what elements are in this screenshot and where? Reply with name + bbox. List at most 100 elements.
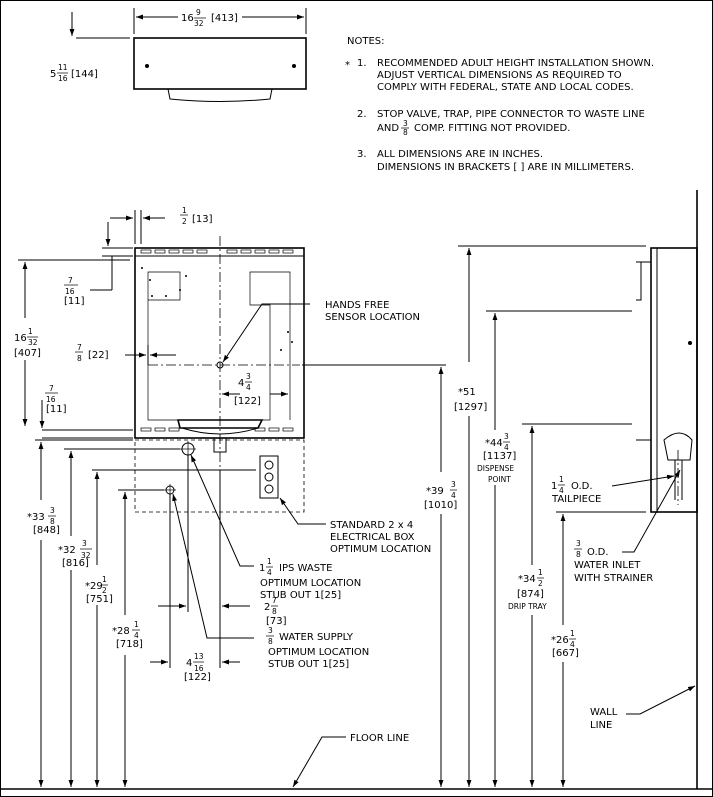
inlet-label-2: WATER INLET [574, 560, 641, 571]
dim-44-num: 3 [504, 432, 509, 441]
note-2-number: 2. [357, 109, 367, 120]
dim-3338-num: 3 [50, 506, 55, 515]
elec-label-2: ELECTRICAL BOX [330, 532, 415, 543]
hands-free-sensor [216, 361, 224, 369]
dim-28-mm: [718] [116, 639, 143, 650]
dim-78-num: 7 [77, 343, 82, 352]
water-label-1: WATER SUPPLY [279, 632, 354, 643]
tail-num: 1 [559, 475, 564, 484]
dim-29-mm: [751] [86, 594, 113, 605]
dim-39-num: 3 [451, 480, 456, 489]
note-3-line-1: ALL DIMENSIONS ARE IN INCHES. [377, 149, 543, 160]
waste-den: 4 [267, 568, 272, 577]
dim-32-mm: [816] [62, 558, 89, 569]
top-view-screw-right [292, 64, 296, 68]
dim-4-den: 16 [194, 664, 204, 673]
notes-block: NOTES: * 1. RECOMMENDED ADULT HEIGHT INS… [345, 36, 654, 173]
dim-28-num: 1 [134, 620, 139, 629]
dim-29-num: 1 [102, 575, 107, 584]
elec-label-3: OPTIMUM LOCATION [330, 544, 431, 555]
dim-434-den: 4 [246, 383, 251, 392]
dim-height-mm: [407] [14, 348, 41, 359]
dim-32-den: 32 [81, 551, 91, 560]
dim-434-whole: 4 [238, 378, 244, 389]
dim-26-mm: [667] [552, 648, 579, 659]
elec-label-1: STANDARD 2 x 4 [330, 520, 413, 531]
dim-44-mm: [1137] [483, 451, 516, 462]
dim-4-num: 13 [194, 652, 204, 661]
top-view: 16 9 32 [413] 5 11 16 [144] [50, 8, 307, 102]
dim-34-whole: *34 [518, 574, 536, 585]
dim-716b-num: 7 [49, 384, 54, 393]
front-top-vent-slots [140, 249, 294, 254]
tail-label-2: TAILPIECE [551, 494, 601, 505]
dim-44-den: 4 [504, 443, 509, 452]
dim-height-num: 1 [28, 327, 33, 336]
dim-78-mm: [22] [88, 350, 109, 361]
dim-half-den: 2 [182, 217, 187, 226]
note-2-frac-den: 8 [403, 128, 408, 137]
dim-39-den: 4 [451, 491, 456, 500]
dim-44-label-1: DISPENSE [477, 464, 514, 473]
front-bottom-vent-slots [140, 427, 294, 432]
top-width-whole: 16 [181, 13, 194, 24]
waste-whole: 1 [259, 563, 265, 574]
dim-434-num: 3 [246, 372, 251, 381]
dim-26-whole: *26 [551, 635, 569, 646]
dim-28-den: 4 [134, 631, 139, 640]
dim-716a-mm: [11] [64, 296, 85, 307]
note-2-line-2a: AND [377, 123, 399, 134]
dim-4-whole: 4 [186, 658, 192, 669]
dim-44-whole: *44 [485, 438, 503, 449]
dim-29-den: 2 [102, 586, 107, 595]
side-tailpiece [663, 432, 693, 461]
dim-half-mm: [13] [192, 214, 213, 225]
sensor-label-1: HANDS FREE [325, 300, 389, 311]
dim-3338-whole: *33 [27, 512, 45, 523]
dim-28-whole: *28 [112, 626, 130, 637]
electrical-box [259, 455, 279, 499]
dim-height-whole: 16 [14, 333, 27, 344]
dim-34-label: DRIP TRAY [508, 602, 547, 611]
top-depth-num: 11 [58, 63, 68, 72]
waste-label-2: OPTIMUM LOCATION [260, 578, 361, 589]
dim-height-den: 32 [28, 338, 38, 347]
front-view: 1 2 [13] 7 16 [11] 16 1 32 [407] 7 8 [22… [14, 206, 457, 788]
tail-whole: 1 [551, 481, 557, 492]
note-1-line-2: ADJUST VERTICAL DIMENSIONS AS REQUIRED T… [377, 70, 622, 81]
dim-3338-den: 8 [50, 517, 55, 526]
front-vent-dots [141, 267, 293, 351]
water-num: 3 [268, 626, 273, 635]
waste-label-3: STUB OUT 1[25] [260, 590, 341, 601]
wall-label-1: WALL [590, 707, 618, 718]
note-3-line-2: DIMENSIONS IN BRACKETS [ ] ARE IN MILLIM… [377, 162, 634, 173]
top-depth-den: 16 [58, 74, 68, 83]
dim-half-num: 1 [182, 206, 187, 215]
top-width-den: 32 [194, 19, 204, 28]
dim-32-num: 3 [82, 539, 87, 548]
water-label-2: OPTIMUM LOCATION [268, 647, 369, 658]
tail-label-1: O.D. [571, 481, 593, 492]
inlet-label-1: O.D. [587, 547, 609, 558]
dim-51: *51 [458, 387, 476, 398]
dim-278-whole: 2 [264, 602, 270, 613]
dim-716a-num: 7 [68, 276, 73, 285]
dim-44-label-2: POINT [488, 475, 511, 484]
note-1-number: 1. [357, 58, 367, 69]
note-2-line-1: STOP VALVE, TRAP, PIPE CONNECTOR TO WAST… [377, 109, 645, 120]
inlet-den: 8 [576, 550, 581, 559]
wall-label-2: LINE [590, 720, 612, 731]
dim-78-den: 8 [77, 354, 82, 363]
side-view: *51 [1297] *44 3 4 [1137] DISPENSE POINT… [454, 190, 698, 789]
side-cabinet [650, 247, 698, 513]
notes-title: NOTES: [347, 36, 385, 47]
note-1-line-1: RECOMMENDED ADULT HEIGHT INSTALLATION SH… [377, 58, 654, 69]
dim-716b-mm: [11] [46, 404, 67, 415]
note-3-number: 3. [357, 149, 367, 160]
top-depth-whole: 5 [50, 69, 56, 80]
inlet-label-3: WITH STRAINER [574, 573, 653, 584]
dim-434-mm: [122] [234, 396, 261, 407]
top-width-num: 9 [196, 8, 201, 17]
dim-278-num: 7 [272, 596, 277, 605]
dim-34-den: 2 [538, 579, 543, 588]
